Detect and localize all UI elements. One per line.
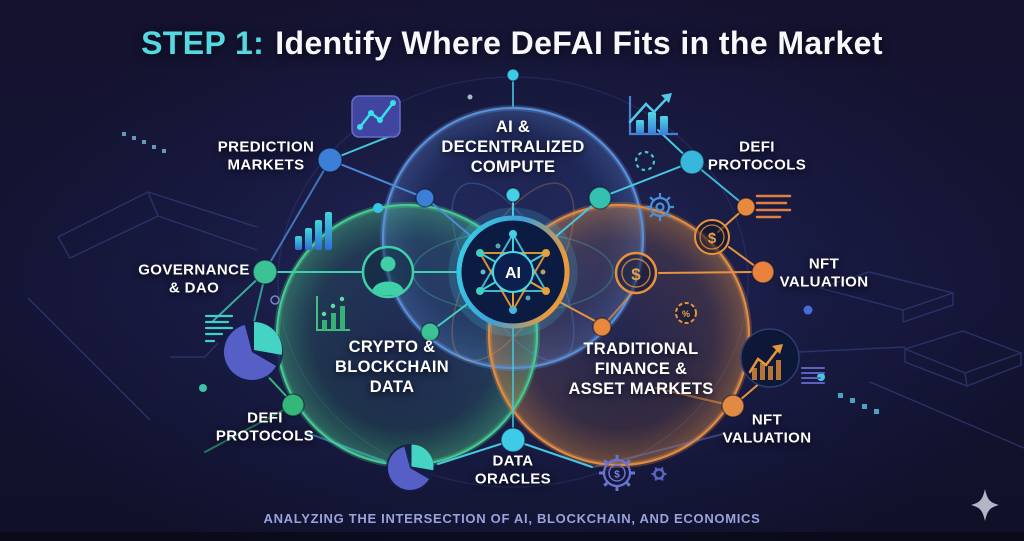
list-lines-purple-icon — [801, 367, 825, 384]
circle-label-crypto-data: CRYPTO & BLOCKCHAIN DATA — [335, 337, 449, 397]
page-title: STEP 1: Identify Where DeFAI Fits in the … — [0, 25, 1024, 62]
growth-chart-icon — [316, 296, 350, 331]
connector-nodes — [199, 68, 825, 453]
percent-badge-icon: % — [675, 302, 697, 324]
list-lines-icon — [755, 194, 792, 219]
title-text: Identify Where DeFAI Fits in the Market — [275, 25, 883, 61]
label-governance-dao: GOVERNANCE & DAO — [138, 261, 250, 297]
label-prediction-markets: PREDICTION MARKETS — [217, 138, 315, 174]
dotted-circle-icon — [634, 150, 656, 172]
label-data-oracles: DATA ORACLES — [474, 452, 552, 488]
gear-small-icon — [651, 467, 667, 481]
label-defi-protocols-right: DEFI PROTOCOLS — [707, 138, 807, 174]
stock-chart-icon — [740, 328, 800, 388]
label-defi-protocols-left: DEFI PROTOCOLS — [215, 409, 315, 445]
svg-text:%: % — [682, 309, 690, 319]
gear-dollar-icon: $ — [599, 455, 635, 491]
circle-label-tradfi: TRADITIONAL FINANCE & ASSET MARKETS — [568, 339, 714, 399]
bar-chart-icon — [295, 212, 332, 250]
svg-text:$: $ — [614, 470, 620, 481]
gear-icon — [646, 193, 674, 221]
svg-text:$: $ — [631, 265, 641, 284]
footer-caption: ANALYZING THE INTERSECTION OF AI, BLOCKC… — [263, 511, 761, 526]
ai-badge-text: AI — [505, 265, 521, 282]
dollar-coin-icon: $ — [694, 219, 730, 255]
label-nft-valuation-right: NFT VALUATION — [779, 255, 869, 291]
dotted-trail — [122, 132, 166, 153]
user-icon — [361, 245, 415, 299]
pie-chart-icon — [221, 321, 283, 383]
bottom-band — [0, 532, 1024, 541]
bar-chart-arrow-icon — [628, 93, 678, 136]
label-nft-valuation-bottom: NFT VALUATION — [722, 411, 812, 447]
line-chart-icon — [351, 95, 401, 138]
sparkle-icon — [971, 489, 999, 521]
ai-emblem: AI — [412, 182, 614, 362]
dollar-coin-large-icon: $ — [614, 251, 658, 295]
step-number: STEP 1: — [141, 25, 265, 61]
pie-chart-small-icon — [386, 444, 434, 492]
dotted-trail-right — [838, 393, 879, 414]
circle-label-ai-compute: AI & DECENTRALIZED COMPUTE — [441, 117, 585, 177]
list-lines-teal-icon — [204, 314, 234, 343]
svg-text:$: $ — [708, 230, 717, 247]
